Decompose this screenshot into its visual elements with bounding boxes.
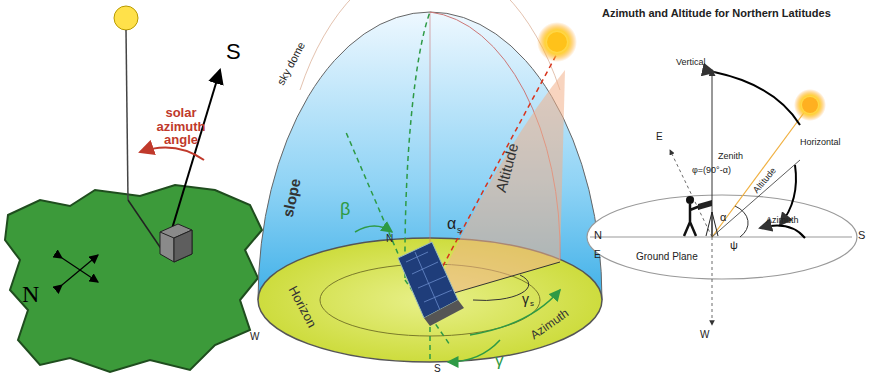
plane-label: Ground Plane — [636, 252, 698, 263]
angle-label: Azimuth — [766, 216, 799, 225]
angle-symbol: γ — [495, 352, 504, 370]
dome-label: sky dome — [275, 40, 307, 87]
angle-label: solar azimuth angle — [150, 106, 212, 147]
panel-title: Azimuth and Altitude for Northern Latitu… — [602, 8, 831, 20]
direction-letter: S — [434, 364, 441, 375]
subscript: s — [457, 226, 462, 235]
axis-label: Zenith — [718, 152, 743, 161]
direction-letter: N — [594, 230, 602, 242]
axis-label: Vertical — [676, 58, 706, 67]
angle-symbol: ψ — [730, 240, 738, 252]
direction-letter: W — [700, 330, 709, 341]
subscript: s — [530, 300, 534, 308]
angle-symbol: α — [447, 216, 456, 233]
formula: φ=(90°-α) — [692, 166, 731, 175]
angle-symbol: γ — [522, 292, 529, 307]
direction-letter: N — [22, 282, 39, 307]
axis-label: Horizontal — [800, 138, 841, 147]
direction-letter: N — [386, 234, 393, 245]
direction-letter: S — [226, 40, 241, 63]
angle-symbol: α — [720, 212, 726, 224]
direction-letter: S — [858, 230, 865, 242]
direction-letter: W — [250, 332, 259, 343]
direction-letter: E — [594, 250, 601, 261]
direction-letter: E — [656, 132, 663, 143]
angle-symbol: β — [340, 200, 350, 219]
